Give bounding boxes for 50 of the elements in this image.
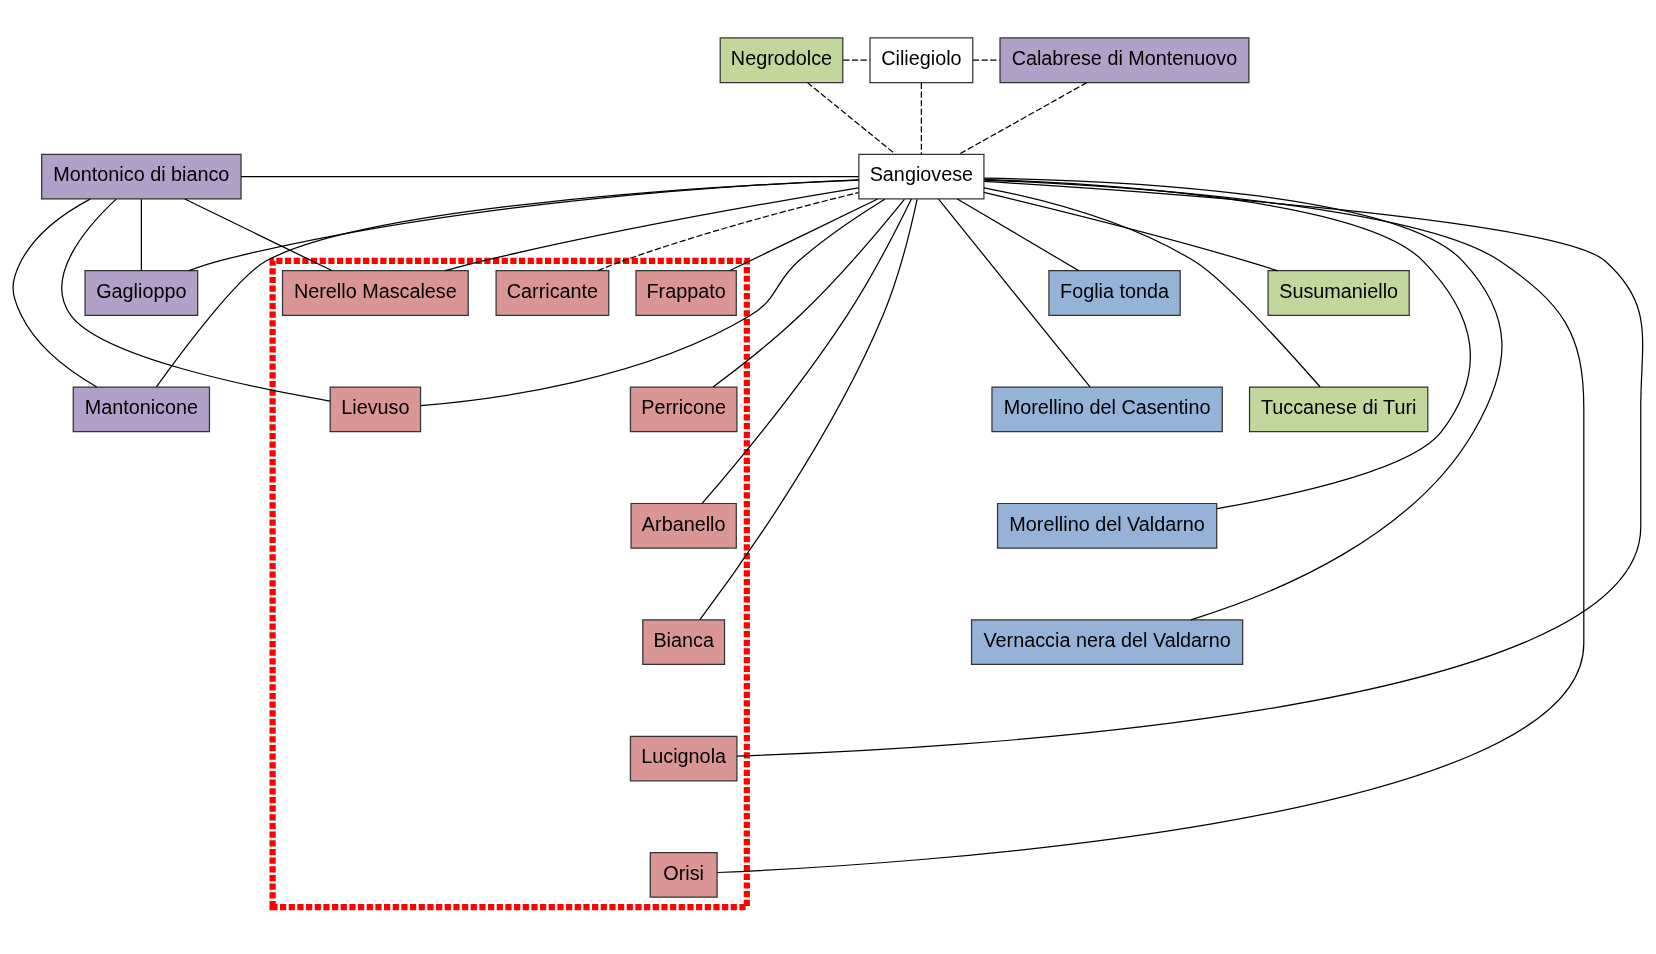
connector [842, 59, 871, 61]
connector [958, 81, 1088, 155]
node-box: Morellino del Valdarno [996, 502, 1218, 549]
connector [736, 180, 1644, 757]
node-box: Perricone [629, 386, 738, 432]
node-box: Frappato [635, 269, 737, 316]
connector [983, 186, 1321, 387]
connector [806, 81, 896, 155]
node-box: Montonico di bianco [41, 153, 242, 200]
connector [920, 81, 922, 155]
node-box: Ciliegiolo [869, 36, 974, 83]
connector [61, 198, 331, 402]
connector [983, 178, 1471, 509]
connector [956, 197, 1080, 271]
connector [716, 178, 1585, 873]
node-box: Sangiovese [858, 153, 985, 200]
node-box: Gaglioppo [84, 269, 199, 316]
node-box: Orisi [649, 851, 718, 898]
connector [240, 175, 860, 177]
cluster [269, 257, 750, 910]
node-box: Bianca [642, 618, 726, 665]
connector [140, 198, 142, 271]
connector [983, 177, 1503, 620]
connector [699, 198, 918, 620]
connector [184, 197, 333, 271]
node-box: Lievuso [329, 386, 422, 432]
connector [937, 198, 1091, 388]
connector [983, 191, 1278, 271]
connector [597, 191, 859, 271]
connector [12, 197, 98, 388]
connector [188, 178, 860, 271]
connector [701, 197, 912, 504]
connector [729, 197, 879, 271]
node-box: Tuccanese di Turi [1248, 386, 1429, 432]
node-box: Lucignola [629, 735, 738, 781]
node-box: Calabrese di Montenuovo [999, 36, 1250, 83]
node-box: Morellino del Casentino [991, 386, 1223, 432]
node-box: Mantonicone [72, 386, 211, 432]
node-box: Nerello Mascalese [281, 269, 469, 316]
node-box: Vernaccia nera del Valdarno [970, 618, 1244, 665]
node-box: Arbanello [630, 502, 737, 549]
node-box: Negrodolce [719, 36, 844, 83]
node-box: Foglia tonda [1048, 269, 1181, 316]
node-box: Susumaniello [1267, 269, 1410, 316]
connector [420, 198, 886, 406]
connector [712, 198, 905, 388]
connector [972, 59, 1001, 61]
connector [444, 186, 860, 271]
node-box: Carricante [495, 269, 610, 316]
connector [155, 178, 860, 387]
